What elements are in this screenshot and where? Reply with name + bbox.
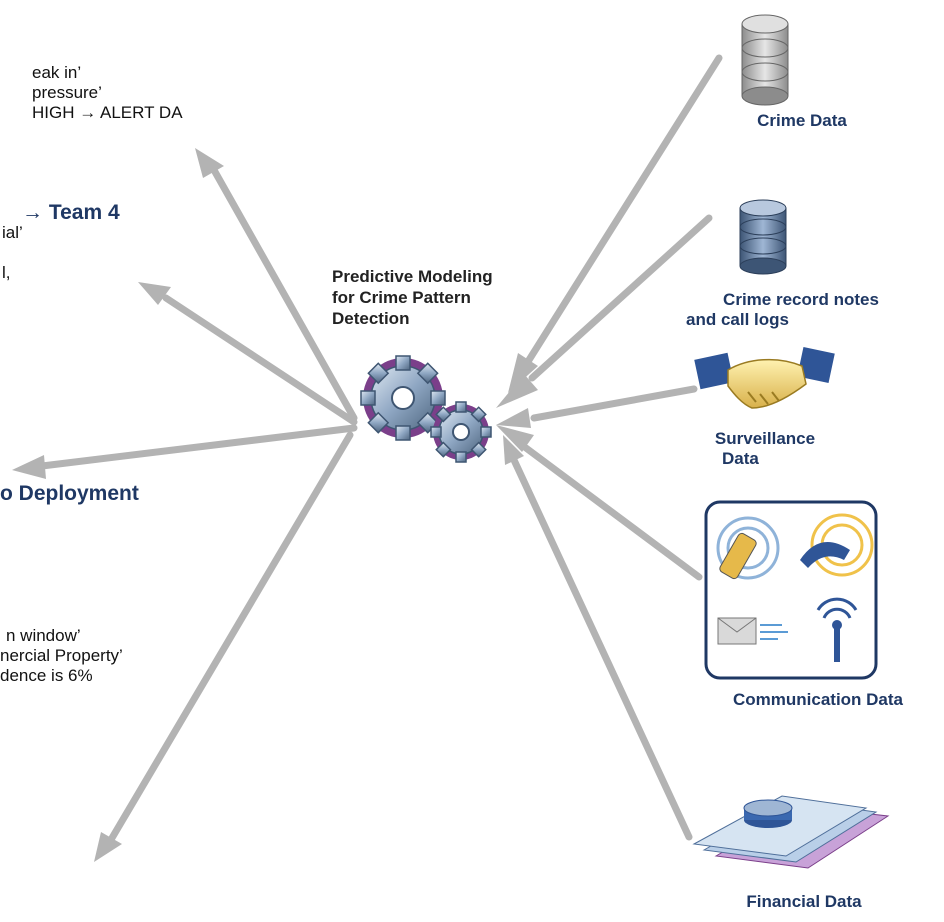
financial-label: Financial Data <box>746 892 862 911</box>
crime-record-notes-label: Crime record notes and call logs <box>686 290 879 329</box>
arrow-crime-record-notes <box>528 214 713 382</box>
crime-data-label: Crime Data <box>757 111 847 130</box>
outgoing-arrowheads <box>12 148 224 862</box>
email-icon <box>717 617 788 645</box>
output-1-line-1: eak in’ <box>32 63 82 82</box>
gears-icon <box>360 355 492 463</box>
arrow-out-2 <box>162 294 358 426</box>
center-title-line-1: Predictive Modeling <box>332 267 493 286</box>
arrow-out-4 <box>108 431 354 842</box>
center-title: Predictive Modeling for Crime Pattern De… <box>332 266 493 329</box>
output-1-line-3: HIGH → ALERT DA <box>32 103 183 122</box>
money-icon <box>692 795 890 869</box>
output-1-line-2: pressure’ <box>32 83 102 102</box>
arrow-out-1 <box>210 166 358 422</box>
output-block-1: eak in’ pressure’ HIGH → ALERT DA <box>2 63 183 123</box>
output-2-line-1: ial’ <box>2 223 23 242</box>
mobile-phone-icon <box>716 516 780 580</box>
arrow-financial <box>510 456 693 841</box>
communication-label: Communication Data <box>732 690 904 709</box>
output-2-line-3: l, <box>2 263 11 282</box>
center-title-line-3: Detection <box>332 309 410 328</box>
output-block-2: ial’ l, <box>0 223 23 283</box>
crime-record-database-icon <box>739 199 787 275</box>
crime-data-database-icon <box>741 14 789 106</box>
output-4-line-3: dence is 6% <box>0 666 93 685</box>
communication-icons <box>704 500 878 680</box>
arrow-out-3 <box>38 424 358 470</box>
arrow-communication <box>522 444 703 581</box>
output-2-line-2 <box>0 243 23 263</box>
handshake-icon <box>694 347 835 409</box>
incoming-arrowheads <box>496 353 538 465</box>
output-4-line-1: n window’ <box>6 626 81 645</box>
center-title-line-2: for Crime Pattern <box>332 288 471 307</box>
outgoing-arrows <box>38 166 358 842</box>
output-block-4: n window’ nercial Property’ dence is 6% <box>0 626 123 686</box>
arrow-surveillance <box>530 385 698 422</box>
output-4-line-2: nercial Property’ <box>0 646 123 665</box>
surveillance-label: Surveillance Data <box>714 429 816 468</box>
output-block-2-heading: → Team 4 <box>22 201 120 224</box>
arrow-crime-data <box>525 54 723 364</box>
wireless-antenna-icon <box>816 597 858 662</box>
telephone-icon <box>800 513 874 577</box>
output-block-3-heading: o Deployment <box>0 482 139 505</box>
incoming-arrows <box>510 54 723 841</box>
